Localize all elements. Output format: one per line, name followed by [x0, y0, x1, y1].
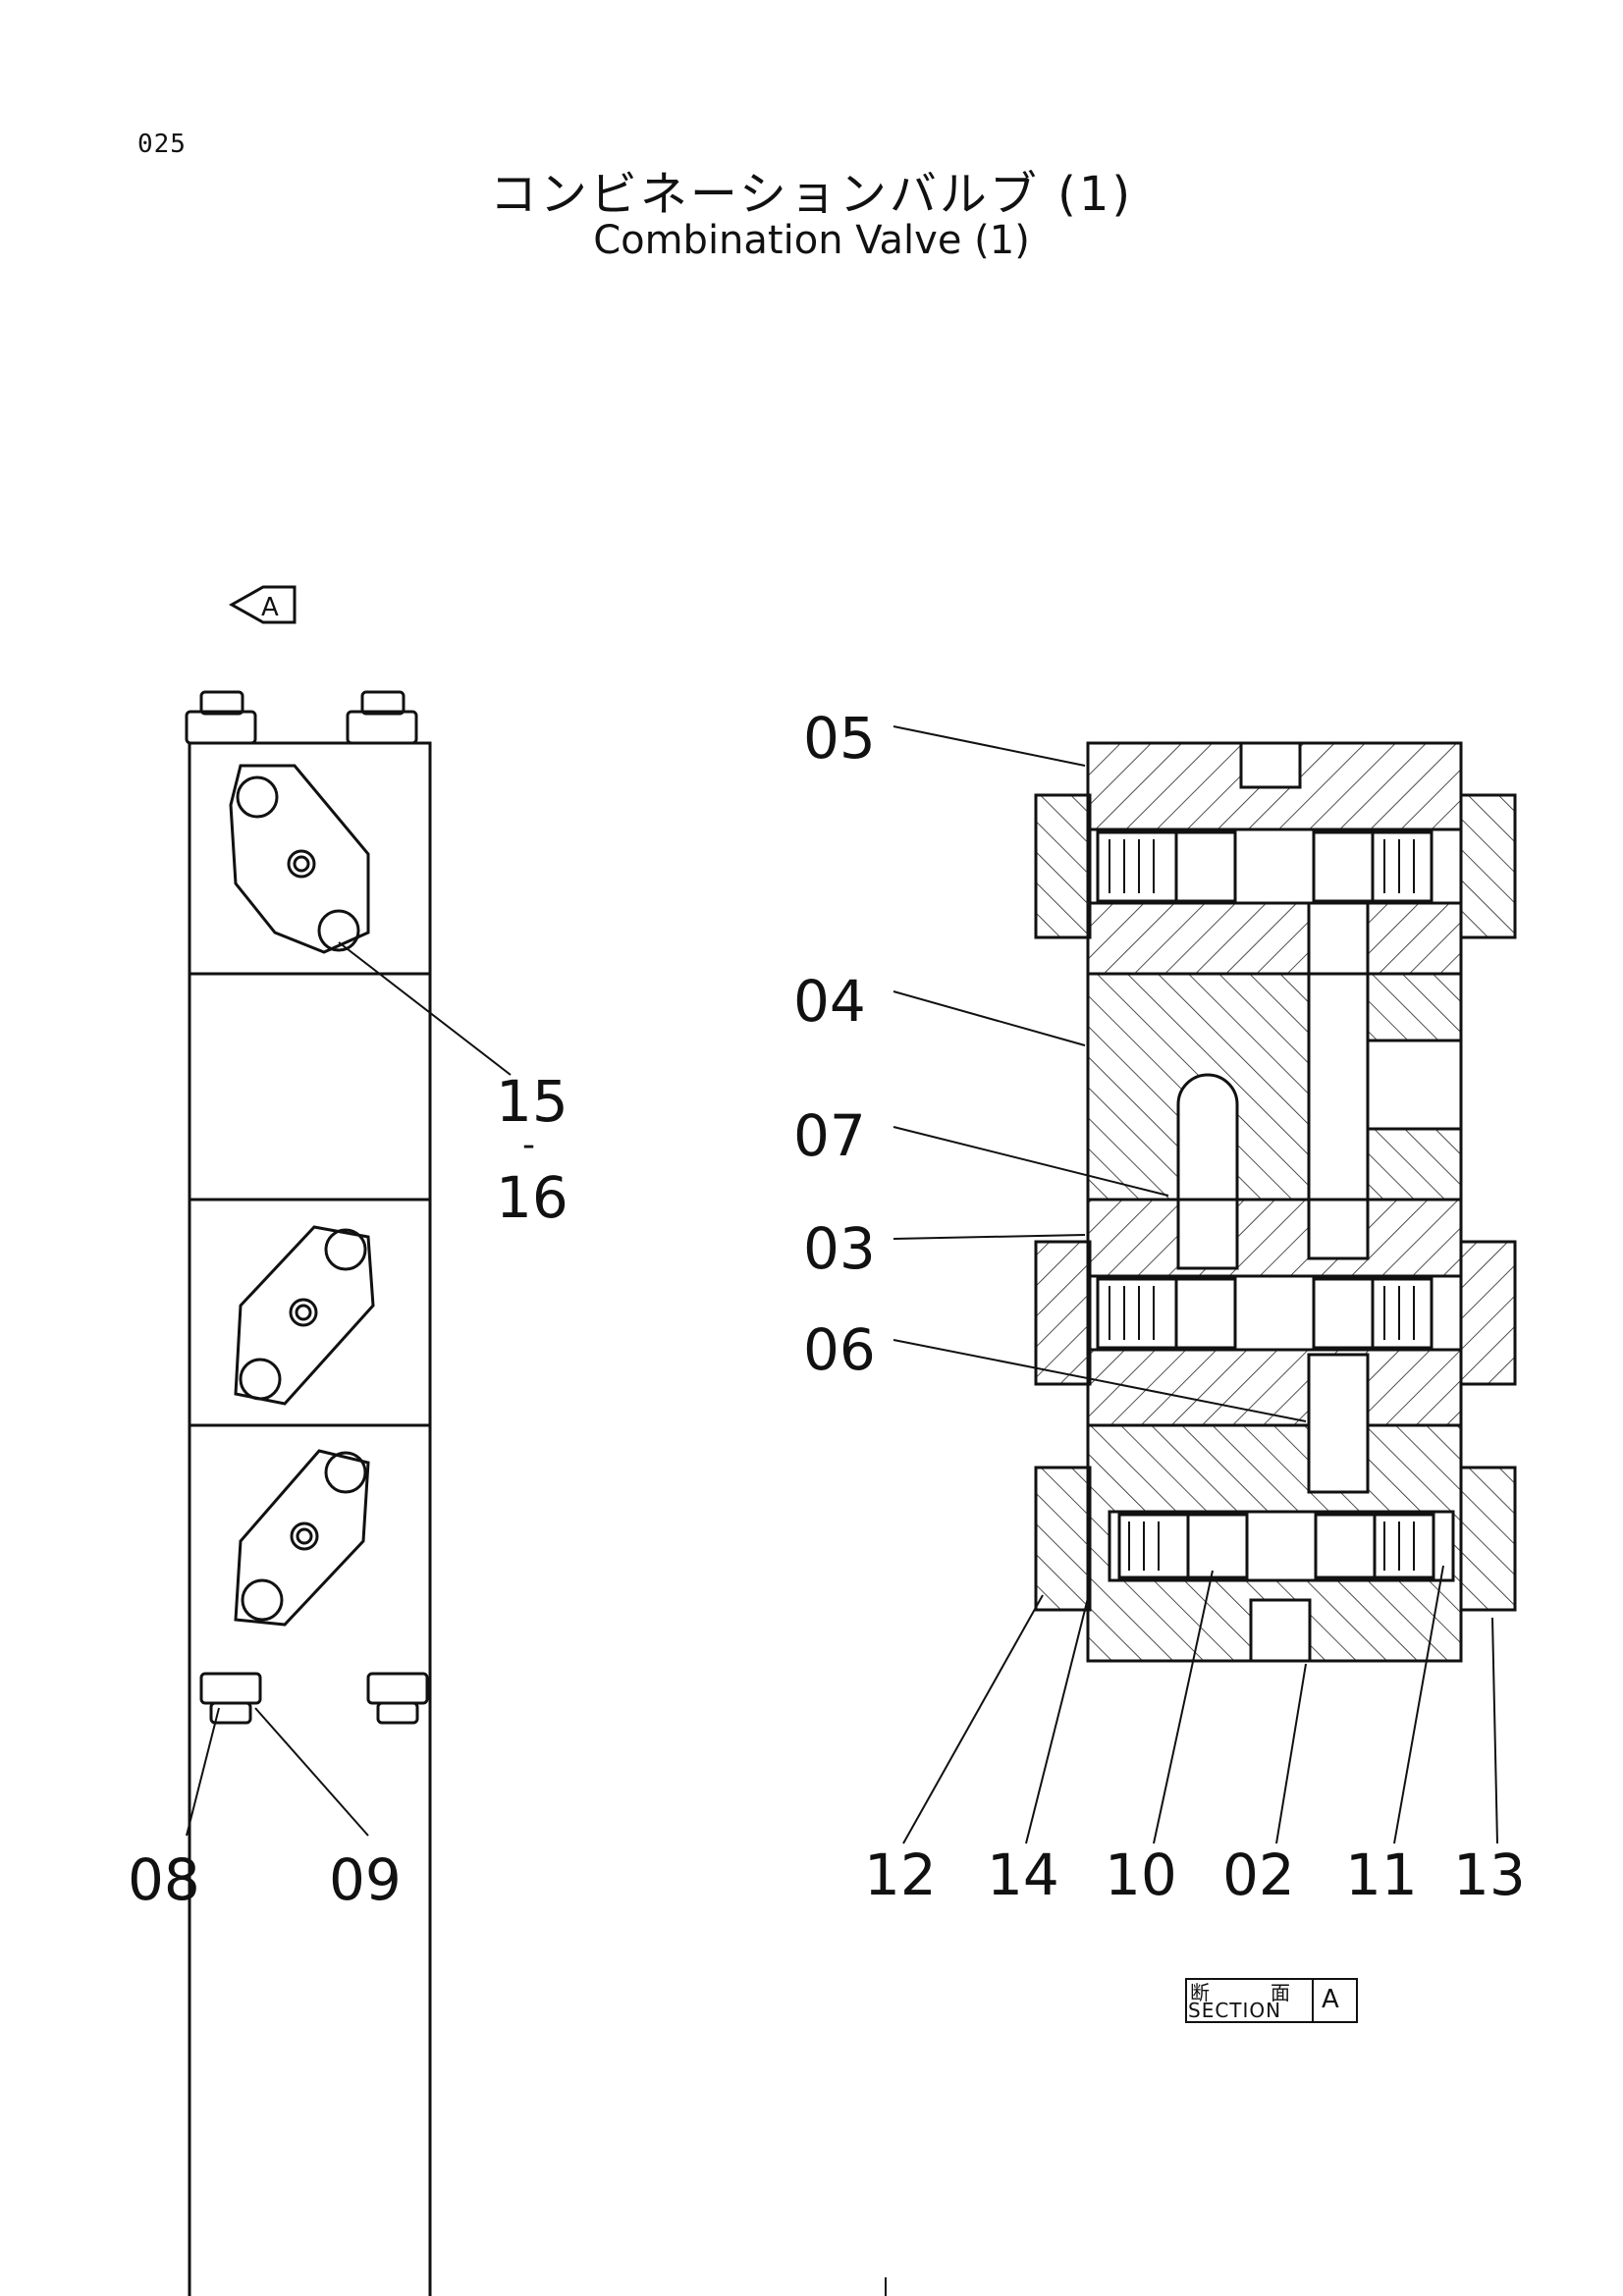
leader-lines-left: [186, 941, 512, 1837]
callout-06: 06: [803, 1316, 876, 1383]
section-tag-frame: [1185, 1978, 1358, 2023]
callout-08: 08: [128, 1846, 200, 1913]
left-view-labels: 15 - 16 08 09: [128, 1068, 568, 1913]
external-view: [185, 690, 432, 2296]
page-title-japanese: コンビネーションバルブ (1): [489, 167, 1134, 222]
callout-13: 13: [1453, 1842, 1526, 1908]
callout-04: 04: [793, 968, 866, 1035]
page-title-english: Combination Valve (1): [593, 218, 1030, 263]
callout-03: 03: [803, 1215, 876, 1282]
section-a-tag: 断 面 SECTION A: [1184, 1977, 1359, 2022]
callout-02: 02: [1222, 1842, 1295, 1908]
view-marker-letter: A: [261, 593, 279, 622]
section-kanji-1: 断: [1190, 1981, 1210, 2004]
view-direction-marker: A: [228, 585, 297, 624]
section-kanji-2: 面: [1271, 1981, 1290, 2004]
callout-10: 10: [1105, 1842, 1177, 1908]
page-number: 025: [137, 130, 187, 159]
leader-lines-right: [893, 725, 1498, 1844]
callout-12: 12: [864, 1842, 937, 1908]
callout-11: 11: [1345, 1842, 1418, 1908]
callout-09: 09: [329, 1846, 402, 1913]
section-view: [1034, 741, 1517, 1663]
section-letter: A: [1322, 1985, 1339, 2014]
callout-07: 07: [793, 1102, 866, 1169]
right-view-labels: 05 04 07 03 06 12 14 10 02 11 13: [793, 705, 1526, 1908]
callout-16: 16: [496, 1164, 568, 1231]
section-word: SECTION: [1188, 1999, 1282, 2022]
callout-15: 15: [496, 1068, 568, 1135]
callout-14: 14: [987, 1842, 1059, 1908]
callout-dash: -: [522, 1125, 535, 1165]
callout-05: 05: [803, 705, 876, 772]
